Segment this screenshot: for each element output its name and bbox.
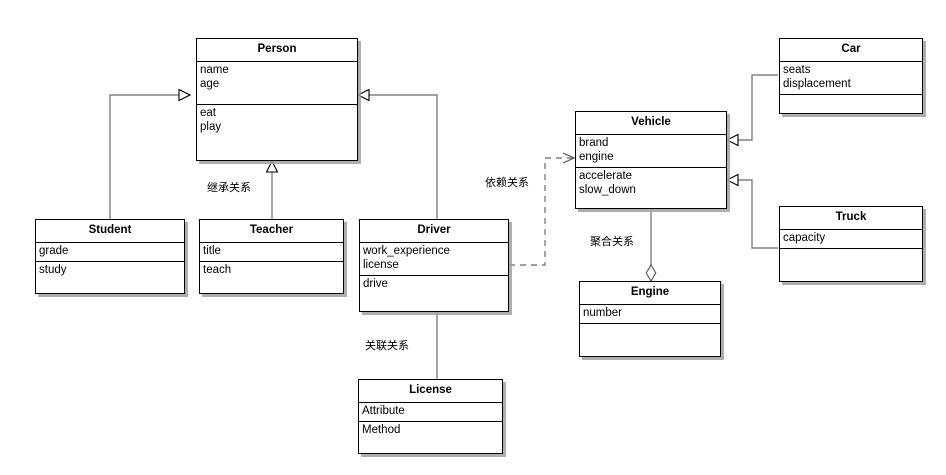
attribute-row: number [583, 306, 622, 319]
edge-driver-to-person [358, 95, 438, 219]
method-row: Method [362, 423, 401, 436]
class-methods-teacher: teach [200, 262, 343, 279]
class-title-driver: Driver [360, 220, 508, 243]
attribute-row: brand [579, 136, 609, 149]
label-dependency: 依赖关系 [485, 177, 529, 189]
attribute-row: title [203, 244, 221, 257]
method-row: study [39, 263, 67, 276]
edge-truck-to-vehicle [727, 180, 778, 249]
class-attributes-truck: capacity [780, 230, 922, 249]
class-box-vehicle[interactable]: Vehicle brand engine accelerate slow_dow… [575, 111, 727, 209]
method-row: accelerate [579, 169, 633, 182]
class-attributes-license: Attribute [359, 403, 502, 422]
class-box-truck[interactable]: Truck capacity [779, 206, 923, 282]
class-methods-engine [580, 324, 720, 327]
class-attributes-engine: number [580, 305, 720, 324]
class-methods-person: eat play [197, 105, 357, 136]
class-box-student[interactable]: Student grade study [35, 219, 185, 294]
edge-student-to-person [109, 95, 190, 219]
class-methods-truck [780, 249, 922, 252]
class-attributes-car: seats displacement [780, 62, 922, 95]
label-association: 关联关系 [365, 340, 409, 352]
class-attributes-person: name age [197, 62, 357, 105]
class-title-vehicle: Vehicle [576, 112, 726, 135]
attribute-row: seats [783, 63, 811, 76]
attribute-row: license [363, 258, 399, 271]
method-row: play [200, 120, 222, 133]
class-attributes-driver: work_experience license [360, 243, 508, 276]
attribute-row: work_experience [363, 244, 450, 257]
edge-driver-to-vehicle-dependency [509, 158, 574, 266]
class-box-license[interactable]: License Attribute Method [358, 379, 503, 454]
class-box-driver[interactable]: Driver work_experience license drive [359, 219, 509, 312]
class-title-car: Car [780, 39, 922, 62]
class-methods-student: study [36, 262, 184, 279]
attribute-row: age [200, 77, 220, 90]
method-row: slow_down [579, 183, 636, 196]
method-row: teach [203, 263, 232, 276]
attribute-row: engine [579, 150, 614, 163]
method-row: drive [363, 277, 388, 290]
class-title-teacher: Teacher [200, 220, 343, 243]
label-inheritance: 继承关系 [207, 182, 251, 194]
class-methods-car [780, 95, 922, 98]
class-methods-vehicle: accelerate slow_down [576, 168, 726, 199]
method-row: eat [200, 106, 216, 119]
class-attributes-teacher: title [200, 243, 343, 262]
class-box-person[interactable]: Person name age eat play [196, 38, 358, 161]
class-box-car[interactable]: Car seats displacement [779, 38, 923, 114]
attribute-row: Attribute [362, 404, 405, 417]
attribute-row: name [200, 63, 229, 76]
label-aggregation: 聚合关系 [590, 236, 634, 248]
attribute-row: grade [39, 244, 69, 257]
class-methods-driver: drive [360, 276, 508, 293]
class-attributes-vehicle: brand engine [576, 135, 726, 168]
class-title-student: Student [36, 220, 184, 243]
class-title-engine: Engine [580, 282, 720, 305]
class-attributes-student: grade [36, 243, 184, 262]
class-methods-license: Method [359, 422, 502, 439]
attribute-row: displacement [783, 77, 851, 90]
class-box-teacher[interactable]: Teacher title teach [199, 219, 344, 294]
edge-car-to-vehicle [727, 74, 778, 140]
class-title-license: License [359, 380, 502, 403]
class-title-person: Person [197, 39, 357, 62]
attribute-row: capacity [783, 231, 826, 244]
class-box-engine[interactable]: Engine number [579, 281, 721, 357]
class-title-truck: Truck [780, 207, 922, 230]
